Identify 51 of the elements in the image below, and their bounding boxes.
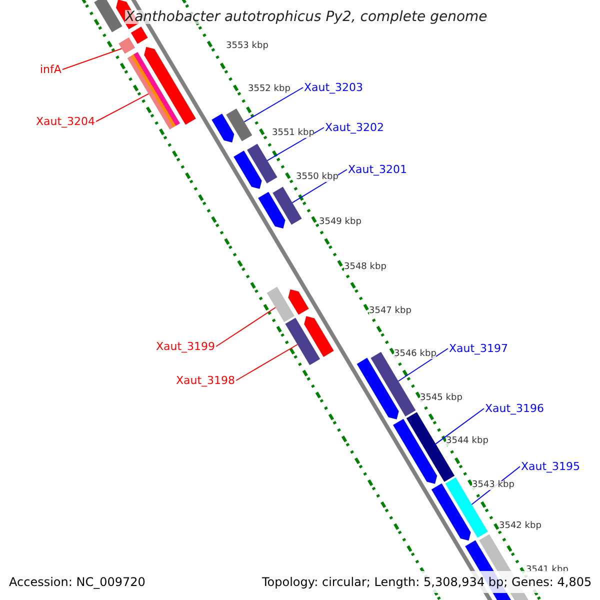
gene-feature bbox=[234, 150, 262, 189]
gene-feature bbox=[94, 0, 122, 32]
leader-line bbox=[216, 307, 276, 347]
scale-label: 3548 kbp bbox=[344, 263, 386, 272]
gene-label: Xaut_3204 bbox=[36, 116, 96, 127]
gene-feature bbox=[130, 26, 148, 44]
gene-label: Xaut_3198 bbox=[176, 375, 236, 386]
gene-feature bbox=[393, 418, 438, 484]
gene-label: Xaut_3201 bbox=[348, 164, 408, 175]
gene-feature bbox=[247, 144, 278, 184]
scale-label: 3544 kbp bbox=[446, 437, 488, 446]
gene-label: Xaut_3203 bbox=[304, 82, 364, 93]
gene-feature bbox=[118, 37, 136, 54]
gene-feature bbox=[304, 316, 334, 357]
scale-label: 3545 kbp bbox=[420, 394, 462, 403]
scale-label: 3542 kbp bbox=[499, 522, 542, 531]
gene-feature bbox=[212, 114, 234, 142]
scale-label: 3551 kbp bbox=[272, 129, 314, 138]
gene-label: Xaut_3197 bbox=[449, 343, 508, 354]
scale-label: 3543 kbp bbox=[472, 481, 514, 490]
gene-label: Xaut_3195 bbox=[521, 461, 580, 472]
gene-feature bbox=[288, 289, 309, 315]
scale-label: 3550 kbp bbox=[296, 173, 338, 182]
gene-feature bbox=[266, 286, 294, 322]
scale-label: 3552 kbp bbox=[248, 85, 290, 94]
leader-line bbox=[62, 48, 122, 70]
map-title: Xanthobacter autotrophicus Py2, complete genome bbox=[125, 10, 488, 24]
gene-label: infA bbox=[40, 64, 62, 75]
scale-label: 3546 kbp bbox=[394, 350, 436, 359]
gene-label: Xaut_3199 bbox=[156, 341, 216, 352]
gene-feature bbox=[272, 186, 302, 225]
leader-line bbox=[398, 348, 448, 382]
gene-feature bbox=[431, 483, 471, 541]
scale-label: 3549 kbp bbox=[319, 218, 362, 227]
footer-text: Topology: circular; Length: 5,308,934 bp; Genes: 4,805 bbox=[262, 576, 592, 588]
footer-text: Accession: NC_009720 bbox=[9, 576, 146, 588]
gene-feature bbox=[226, 108, 252, 142]
leader-line bbox=[236, 344, 298, 381]
gene-label: Xaut_3196 bbox=[485, 403, 544, 414]
gene-feature bbox=[356, 358, 399, 420]
scale-label: 3547 kbp bbox=[369, 307, 412, 316]
gene-label: Xaut_3202 bbox=[325, 122, 384, 133]
gene-feature bbox=[144, 46, 196, 125]
scale-label: 3553 kbp bbox=[226, 42, 268, 51]
leader-line bbox=[435, 408, 484, 444]
leader-line bbox=[266, 127, 324, 162]
gene-feature bbox=[127, 52, 180, 130]
leader-line bbox=[244, 87, 304, 122]
gene-feature bbox=[258, 192, 286, 228]
gene-feature bbox=[285, 318, 320, 366]
leader-line bbox=[96, 93, 150, 122]
